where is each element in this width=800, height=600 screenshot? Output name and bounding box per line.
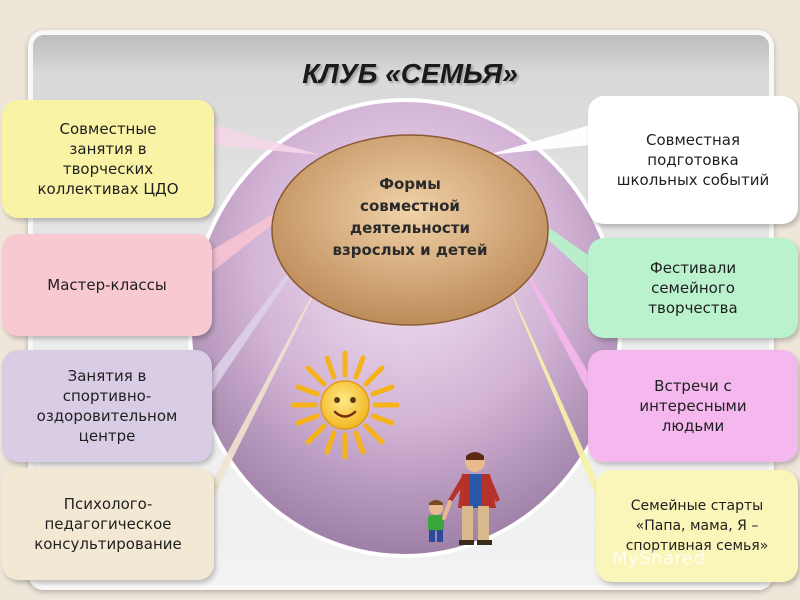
sun-icon <box>290 350 400 460</box>
ray-left-1 <box>214 125 320 155</box>
box-psych-consulting: Психолого- педагогическое консультирован… <box>2 468 214 580</box>
box-sports-center: Занятия в спортивно- оздоровительном цен… <box>2 350 212 462</box>
box-family-starts: Семейные старты «Папа, мама, Я – спортив… <box>596 470 798 582</box>
box-family-festivals: Фестивали семейного творчества <box>588 238 798 338</box>
center-label: Формы совместной деятельности взрослых и… <box>332 175 488 259</box>
box-creative-collectives: Совместные занятия в творческих коллекти… <box>2 100 214 218</box>
box-interesting-people: Встречи с интересными людьми <box>588 350 798 462</box>
ray-left-4 <box>214 250 336 496</box>
family-figure-icon <box>428 452 500 545</box>
box-master-classes: Мастер-классы <box>2 234 212 336</box>
box-school-events: Совместная подготовка школьных событий <box>588 96 798 224</box>
watermark-text: MyShared <box>612 548 706 569</box>
ray-right-1 <box>488 125 590 155</box>
page-title: КЛУБ «СЕМЬЯ» <box>302 58 518 89</box>
center-circle <box>271 134 549 326</box>
ray-right-4 <box>498 262 596 496</box>
